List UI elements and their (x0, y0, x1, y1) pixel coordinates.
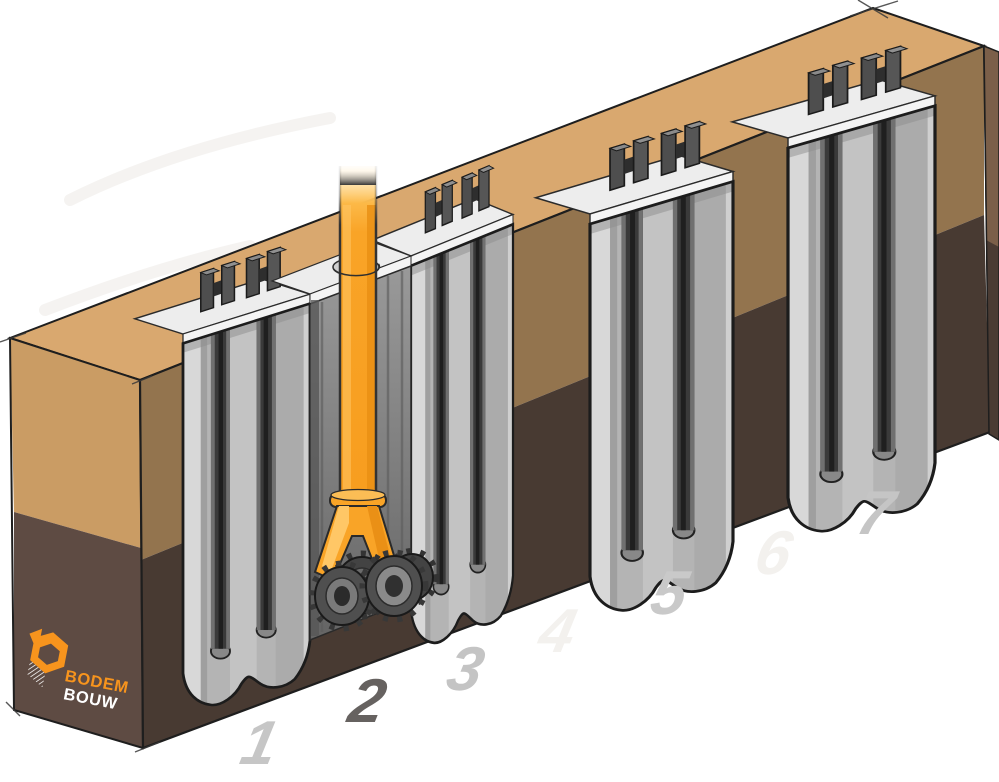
panel-number-2: 2 (342, 667, 392, 736)
bodembouw-hexagon-b-icon (27, 628, 69, 688)
panel-number-1: 1 (235, 709, 284, 778)
soilmix-cutter-machine (308, 166, 439, 632)
soil-right-sliver (983, 44, 999, 441)
cutter-wheel-right (359, 548, 439, 623)
panel-number-3: 3 (441, 635, 490, 704)
kelly-bar (332, 166, 381, 506)
cutter-wheels (308, 548, 439, 632)
panel-number-4: 4 (531, 597, 582, 666)
soil-end-face (8, 336, 145, 750)
panel-number-6: 6 (749, 519, 799, 588)
sketch-overshoot-lines (0, 0, 899, 753)
sketch-smudges (39, 112, 336, 316)
